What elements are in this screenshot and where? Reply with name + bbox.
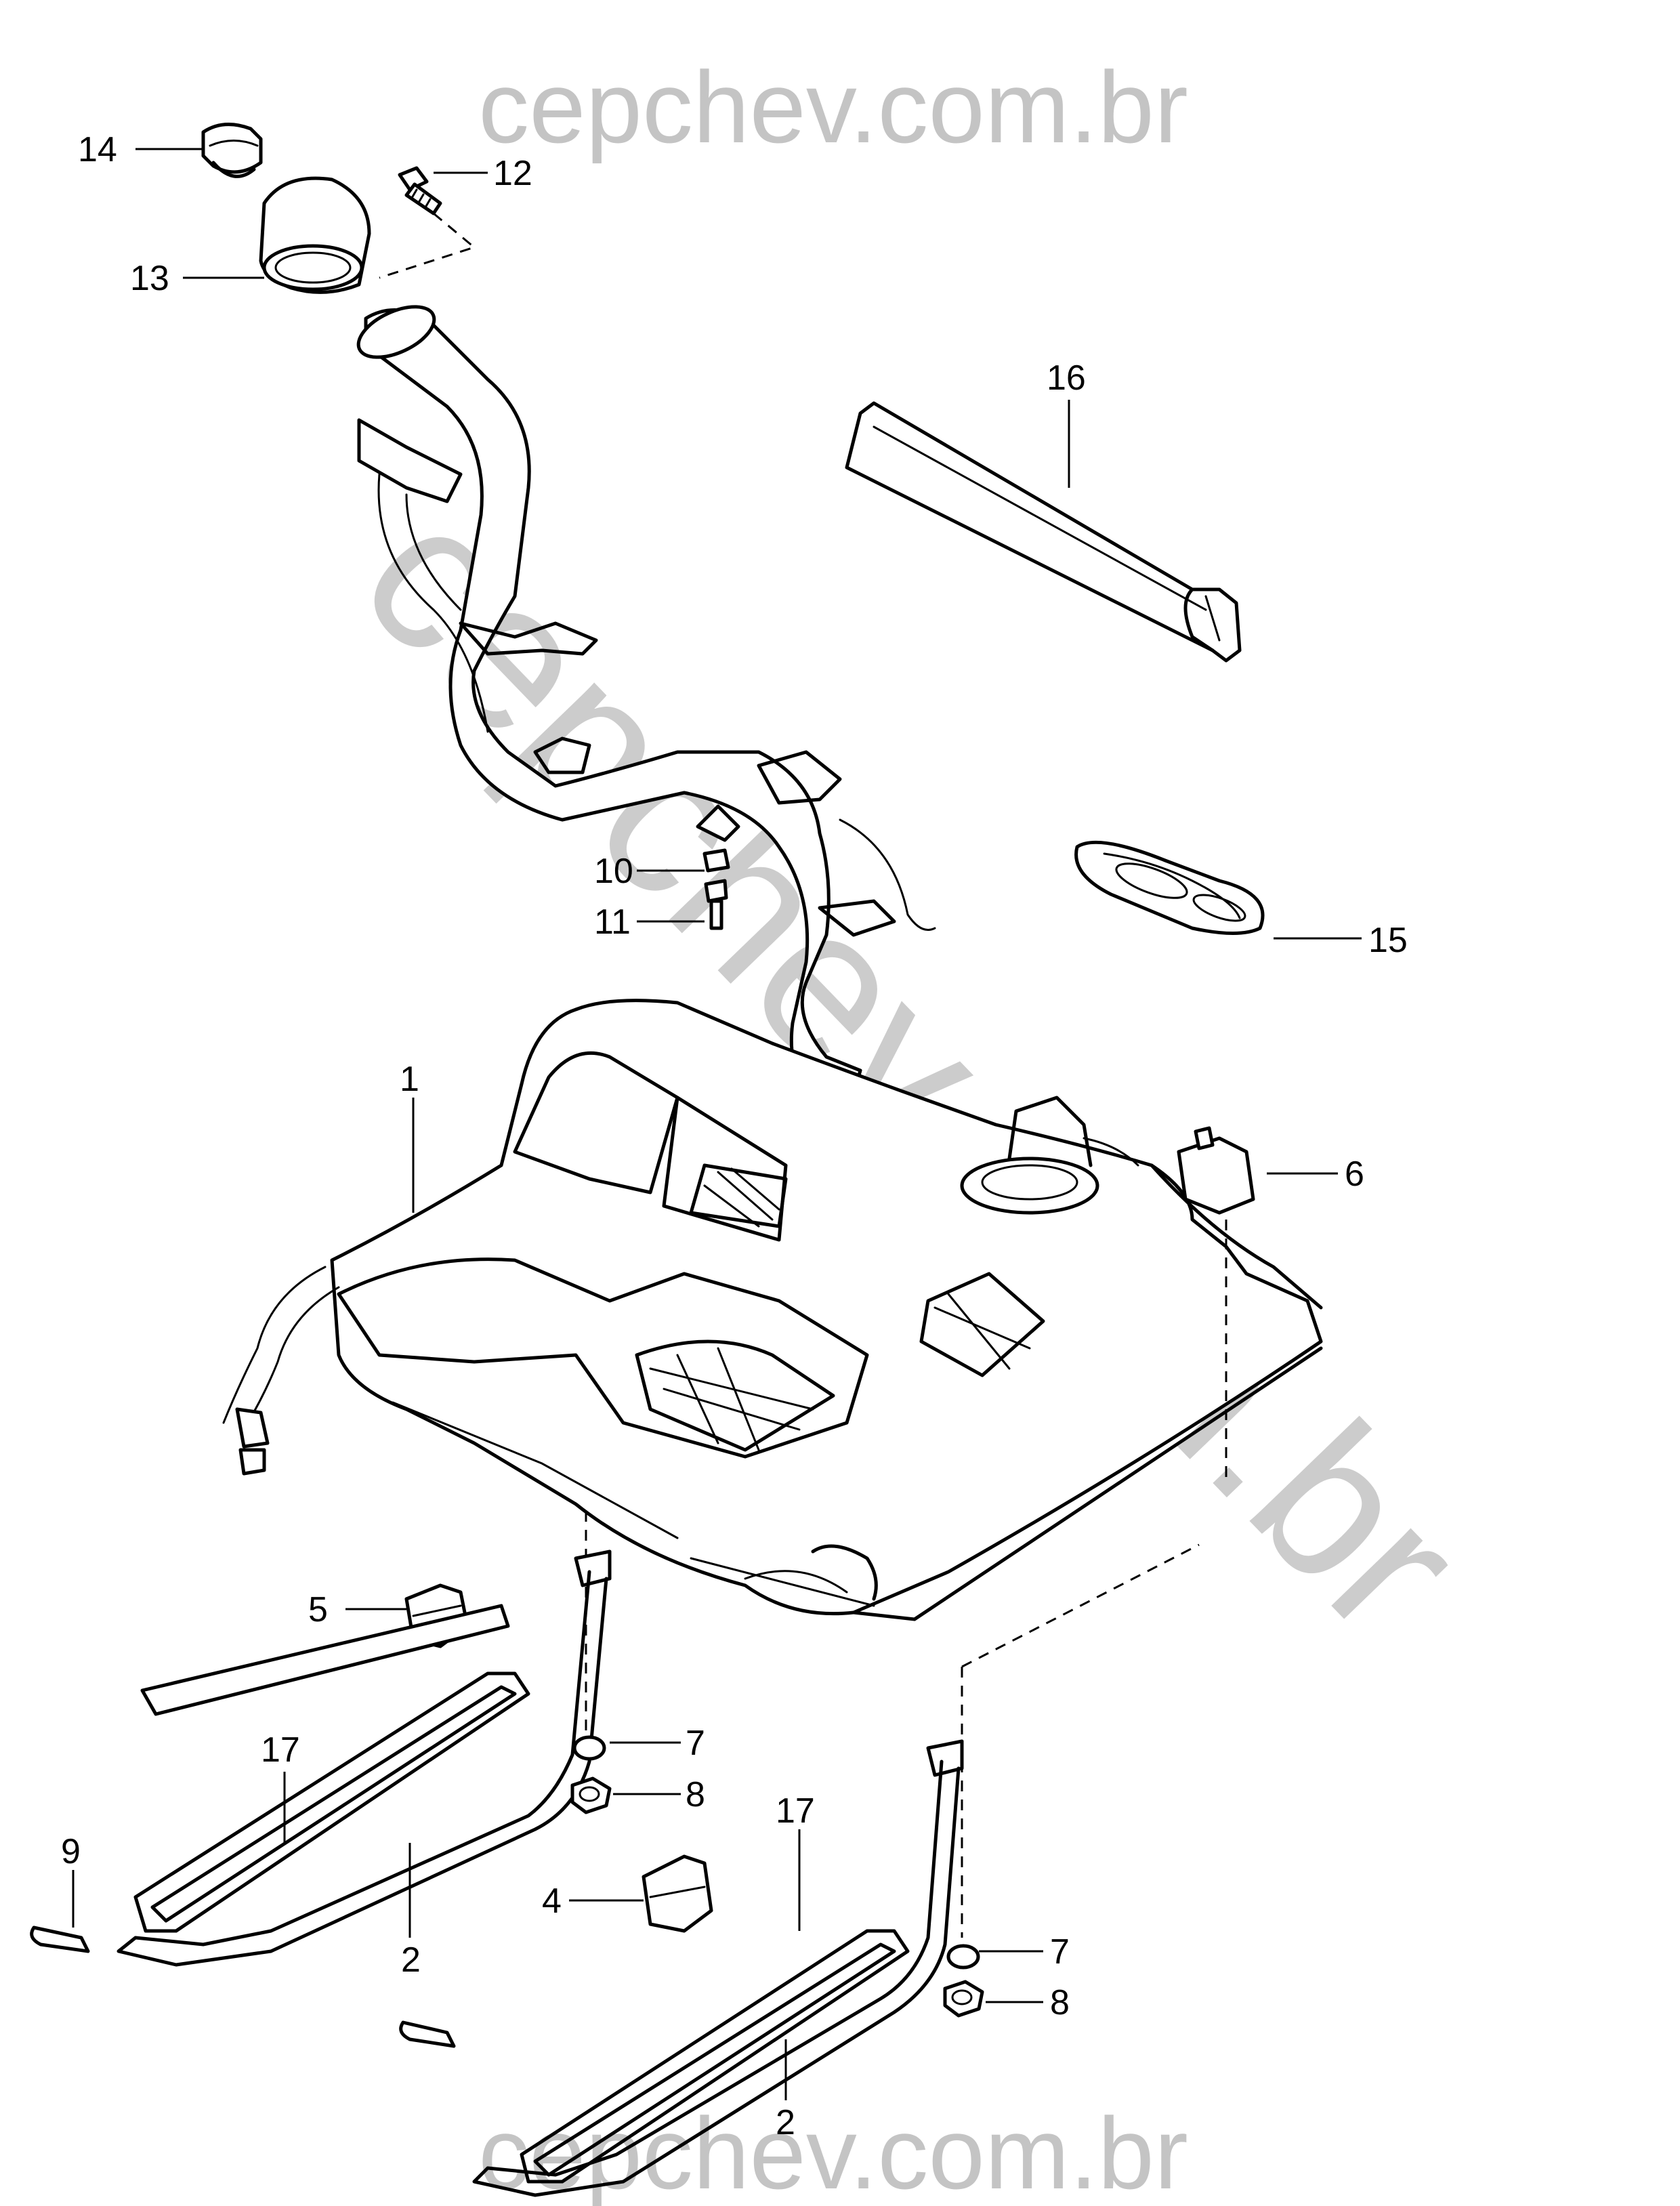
watermark-bottom: cepchev.com.br	[478, 2096, 1188, 2206]
callout-9: 9	[61, 1832, 81, 1871]
part-nut-7-right	[946, 1944, 980, 1970]
part-strap-right	[472, 1739, 964, 2197]
part-gasket-15	[1074, 840, 1265, 935]
part-nut-8-left	[570, 1776, 612, 1814]
callout-7-left: 7	[686, 1724, 705, 1763]
callout-2-right: 2	[776, 2103, 795, 2142]
callout-8-right: 8	[1050, 1983, 1070, 2022]
part-fuel-tank	[330, 999, 1323, 1621]
callout-10: 10	[594, 852, 633, 891]
callout-8-left: 8	[686, 1775, 705, 1814]
watermark-top: cepchev.com.br	[478, 50, 1188, 164]
callout-14: 14	[78, 130, 117, 169]
part-sensor-6	[1177, 1126, 1255, 1215]
callout-6: 6	[1345, 1154, 1364, 1194]
callout-11: 11	[594, 902, 631, 942]
part-fuel-cap	[201, 123, 263, 178]
part-foam-strip	[845, 401, 1242, 663]
callout-5: 5	[308, 1590, 328, 1629]
callout-17-right: 17	[776, 1791, 815, 1831]
callout-1: 1	[400, 1060, 419, 1099]
callout-2-left: 2	[401, 1940, 421, 1980]
callout-12: 12	[493, 154, 532, 193]
part-filler-boot	[259, 176, 371, 294]
part-nut-8-right	[943, 1980, 984, 2018]
part-pin-9	[30, 1926, 456, 2048]
part-bracket-nut-bolt	[696, 804, 740, 930]
part-bolt-12	[398, 166, 442, 215]
callout-17-left: 17	[261, 1730, 300, 1770]
callout-16: 16	[1047, 358, 1086, 398]
part-nut-7-left	[572, 1735, 606, 1761]
callout-4: 4	[542, 1881, 562, 1921]
part-harness	[222, 1266, 340, 1476]
part-insulator-4	[642, 1854, 713, 1933]
part-strap-left	[117, 1549, 612, 1967]
callout-13: 13	[130, 259, 169, 298]
callout-15: 15	[1368, 921, 1408, 960]
callout-7-right: 7	[1050, 1932, 1070, 1972]
